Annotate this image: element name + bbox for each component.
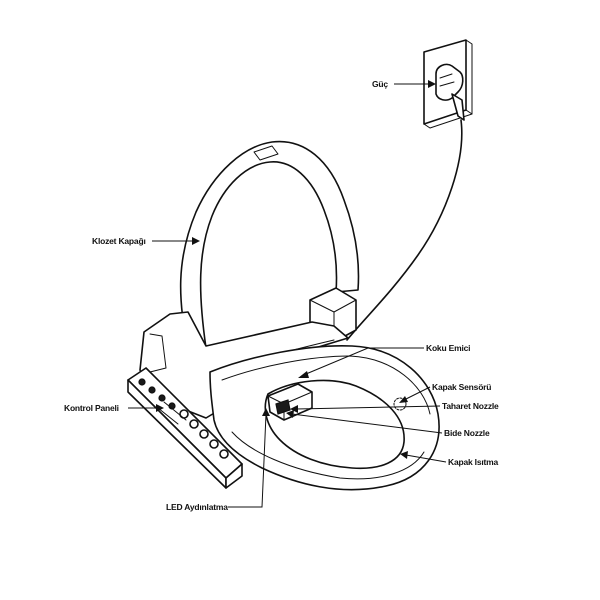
leader-led xyxy=(228,408,270,508)
power-plug xyxy=(435,63,465,121)
nozzle-assembly xyxy=(267,383,313,421)
lid-sensor-icon xyxy=(393,397,407,411)
label-led: LED Aydınlatma xyxy=(166,502,228,512)
label-hygiene-nozzle: Taharet Nozzle xyxy=(442,401,499,411)
leader-odor xyxy=(298,347,424,378)
label-seat: Kapak Isıtma xyxy=(448,457,499,467)
control-panel xyxy=(127,367,243,489)
panel-buttons xyxy=(138,378,229,459)
label-lid-sensor: Kapak Sensörü xyxy=(432,382,491,392)
power-cord xyxy=(346,119,463,341)
label-bidet-nozzle: Bide Nozzle xyxy=(444,428,490,438)
leader-hygiene-nozzle xyxy=(290,405,441,413)
leader-seat xyxy=(400,451,447,463)
leader-bidet-nozzle xyxy=(286,410,443,434)
leader-control-panel xyxy=(128,404,164,412)
label-control-panel: Kontrol Paneli xyxy=(64,403,119,413)
label-power: Güç xyxy=(372,79,388,89)
wall-outlet xyxy=(423,39,473,129)
label-odor-absorber: Koku Emici xyxy=(426,343,470,353)
leader-cover xyxy=(152,237,200,245)
leader-sensor xyxy=(399,386,431,403)
label-cover: Klozet Kapağı xyxy=(92,236,146,246)
leader-power xyxy=(394,80,436,88)
